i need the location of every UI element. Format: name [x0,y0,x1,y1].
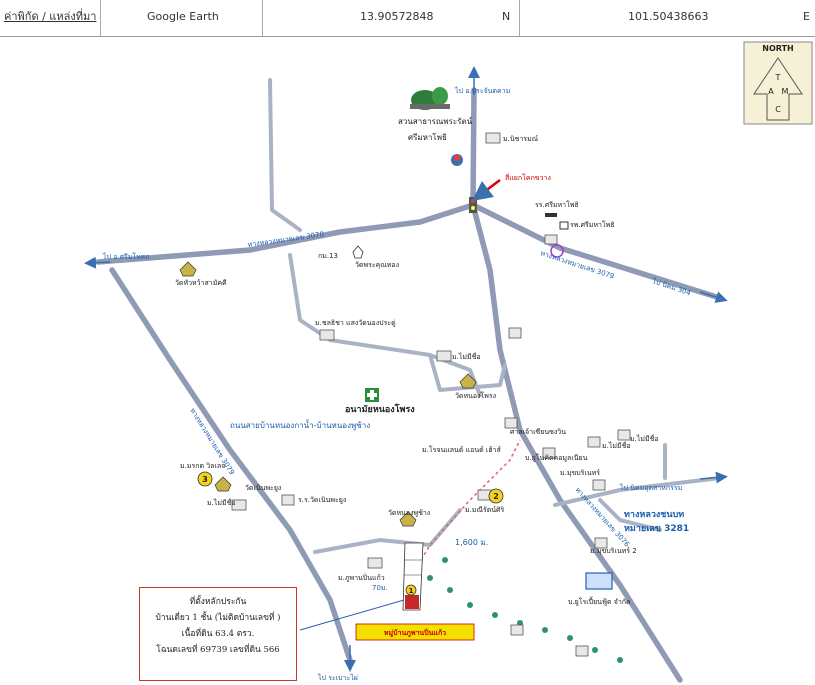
compass-label: NORTH [762,44,793,53]
legend-line-4: โฉนดเลขที่ 69739 เลขที่ดิน 566 [156,645,280,655]
label-wat-phrakhunthong: วัดพระคุณทอง [355,261,399,269]
temple-icons [179,245,477,527]
arrow-industrial [699,471,728,484]
label-to-srimahosot: ไป อ.ศรีมโหสถ [102,252,149,261]
road-north [470,87,477,208]
label-intersection: สี่แยกโคกขวาง [505,173,551,182]
road-3281-south [598,498,662,532]
label-to-prachantakham: ไป อ.ประจันตคาม [454,86,510,95]
road-lower [313,508,462,554]
label-wat-huawasamakkhi: วัดหัวหว้าสามัคคี [175,279,227,287]
fire-icon [451,154,463,166]
park-tree-icon [410,87,450,110]
label-km13: กม.13 [318,252,338,260]
road-nongkanam [288,253,482,397]
leader-line [299,599,405,631]
building-icons [231,132,631,657]
road-dots [427,557,623,663]
label-wat-noenphayom: วัดเนินพะยูง [245,484,281,492]
pointer-arrow-icon [472,179,501,201]
road-3070 [95,202,476,265]
label-maimeechue-1: ม.ไม่มีชื่อ [452,352,481,361]
label-wat-nongphuchang: วัดหนองพูช้าง [388,509,430,517]
label-rural-road-no: หมายเลข 3281 [624,524,689,534]
compass-letter: A [768,87,774,96]
marker-3: 3 [197,471,213,487]
latitude-dir: N [502,10,511,23]
compass-letter: C [775,105,781,114]
longitude-value: 101.50438663 [628,10,709,23]
label-maimeechue-4: ม.ไม่มีชื่อ [207,498,236,507]
label-hospital: รพ.ศรีมหาโพธิ [570,220,615,229]
latitude-value: 13.90572848 [360,10,434,23]
marker-3-number: 3 [202,475,208,484]
marker-1-number: 1 [409,587,414,595]
label-school-noenphayom: ร.ร.วัดเนินพะยูง [298,496,346,504]
label-highway-3070: ทางหลวงหมายเลข 3070 [247,230,324,249]
label-manirat: ม.มณีรัตน์ศิริ [465,506,504,514]
road-3076-south [470,202,683,683]
header-divider [262,0,263,36]
compass-letter: M [782,87,789,96]
longitude-dir: E [803,10,810,23]
label-nitharom: ม.นิชารมณ์ [503,135,539,143]
compass-letter: T [775,73,781,82]
label-shrine: ศาลเจ้าเซียนซงวิน [510,428,566,436]
label-park: สวนสาธารณพระรัตน์ [398,116,473,126]
label-greenfood: บ.ยูโรเปี้ยนฟู้ด จำกัด [568,595,631,606]
info-header: ค่าพิกัด / แหล่งที่มา Google Earth 13.90… [0,0,815,37]
road-3079-east [470,202,723,301]
label-park-sub: ศรีมหาโพธิ [408,132,447,142]
marker-2: 2 [488,488,504,504]
label-moobanrin: ม.มุขบริเนทร์ [560,469,600,477]
legend-line-1: ที่ตั้งหลักประกัน [189,597,247,607]
road-401 [268,78,302,232]
label-rojanaland: ม.โรจนแลนด์ แอนด์ เฮ้าส์ [422,445,501,454]
label-marokdt: ม.มรกต วิลเลจ [180,462,225,470]
compass-north: NORTH T A M C [743,41,813,125]
label-to-rabaobai: ไป ระเบาะไผ่ [317,673,358,682]
label-distance: 1,600 ม. [455,538,488,547]
hospital-marker-icon [550,244,564,258]
target-village-banner [355,623,475,641]
marker-2-number: 2 [493,492,499,501]
label-to-industrial: ไป นิคมอุตสาหกรรม [619,483,682,492]
target-property: 1 [402,542,424,611]
label-rural-road: ทางหลวงชนบท [624,510,684,520]
arrow-east [699,291,728,303]
traffic-light-lamp [471,206,475,210]
legend-box: ที่ตั้งหลักประกัน บ้านเดี่ยว 1 ชั้น (ไม่… [139,587,297,681]
label-road-nongkanam: ถนนสายบ้านหนองกาน้ำ-บ้านหนองพูช้าง [230,419,370,431]
arrow-west [84,256,111,269]
road-west-diagonal [109,267,353,663]
traffic-light-lamp [471,199,475,203]
map-svg: NORTH T A M C [84,41,813,683]
legend-line-3: เนื้อที่ดิน 63.4 ตรว. [181,629,255,639]
label-maimeechue-3: ม.ไม่มีชื่อ [630,434,659,443]
location-map: NORTH T A M C [0,37,815,685]
label-maimeechue-2: ม.ไม่มีชื่อ [602,441,631,450]
coord-source: Google Earth [147,10,219,23]
label-company: บ.ยูโนคิดคอมูลเนียน [525,453,588,462]
header-divider [519,0,520,36]
label-munkrin2: ม.มุขบริเนทร์ 2 [590,547,637,555]
label-school: รร.ศรีมหาโพธิ [535,200,579,209]
health-center-icon [365,388,379,402]
target-village-label: หมู่บ้านภูพานปิ่นแก้ว [384,627,446,638]
coord-label: ค่าพิกัด / แหล่งที่มา [4,10,97,23]
label-wat-nongphong: วัดหนองโพรง [455,391,496,400]
label-chorphetcharat: ม.ชลธิชา แสงวัดนองประดู่ [315,319,396,327]
road-3281 [553,476,722,507]
label-health-center: อนามัยหนองโพรง [345,403,415,415]
legend-line-2: บ้านเดี่ยว 1 ชั้น (ไม่ติดบ้านเลขที่ ) [155,613,281,623]
traffic-light-icon [469,197,477,213]
label-phupan: ม.ภูพานปิ่นแก้ว [338,573,385,582]
label-distance-small: 70ม. [372,584,388,592]
header-divider [100,0,101,36]
